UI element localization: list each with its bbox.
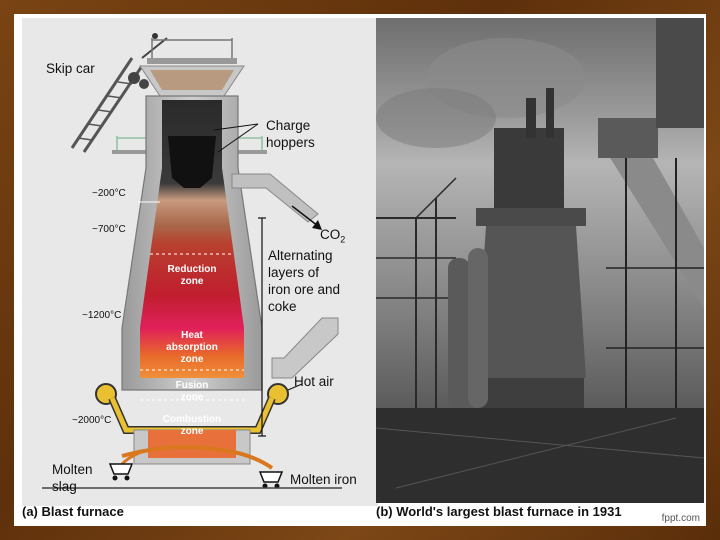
exhaust-pipe	[231, 173, 322, 230]
heat-zone-line3: zone	[180, 354, 204, 365]
blast-furnace-panel: Skip car Charge hoppers CO2 Alternating …	[22, 18, 378, 506]
molten-iron-label: Molten iron	[290, 472, 357, 487]
combustion-zone-line2: zone	[180, 426, 204, 437]
alternating-label-line4: coke	[268, 299, 297, 314]
temp-2000: ~2000°C	[72, 415, 112, 426]
furnace-interior	[140, 100, 244, 378]
alternating-label-line2: layers of	[268, 265, 320, 280]
slag-ladle-icon	[108, 463, 134, 481]
blast-furnace-photo	[376, 18, 704, 503]
reduction-zone-line1: Reduction	[167, 264, 217, 275]
temp-1200: ~1200°C	[82, 310, 122, 321]
co2-arrow-icon	[312, 220, 322, 230]
charge-hoppers-label-line2: hoppers	[266, 135, 315, 150]
alternating-label-line1: Alternating	[268, 248, 333, 263]
heat-zone-line2: absorption	[166, 342, 218, 353]
fusion-zone-line1: Fusion	[175, 380, 209, 391]
reduction-zone-label: Reduction zone	[154, 264, 230, 288]
fusion-zone-line2: zone	[180, 392, 204, 403]
fusion-zone-label: Fusion zone	[152, 380, 232, 404]
co2-label: CO2	[320, 226, 345, 249]
molten-slag-label-line1: Molten	[52, 462, 93, 477]
heat-absorption-zone-label: Heat absorption zone	[146, 330, 238, 366]
blast-furnace-diagram	[42, 33, 342, 489]
temp-700: ~700°C	[92, 224, 126, 235]
co2-subscript: 2	[340, 234, 346, 245]
charge-hoppers-label-line1: Charge	[266, 118, 311, 133]
reduction-zone-line2: zone	[180, 276, 204, 287]
slide: Skip car Charge hoppers CO2 Alternating …	[14, 14, 706, 526]
photo-illustration	[376, 18, 704, 503]
skip-car-label: Skip car	[46, 61, 95, 76]
caption-b: (b) World's largest blast furnace in 193…	[376, 504, 622, 519]
molten-slag-label-line2: slag	[52, 479, 77, 494]
footer-credit: fppt.com	[661, 513, 700, 524]
top-platform	[147, 58, 237, 64]
combustion-zone-line1: Combustion	[162, 414, 222, 425]
skip-car-incline	[70, 33, 168, 153]
combustion-zone-label: Combustion zone	[148, 414, 236, 438]
co2-text: CO	[320, 227, 341, 242]
temp-200: ~200°C	[92, 188, 126, 199]
skip-car-wheel-icon	[128, 72, 140, 84]
caption-a: (a) Blast furnace	[22, 504, 124, 519]
hot-air-label: Hot air	[294, 374, 334, 389]
heat-zone-line1: Heat	[181, 330, 203, 341]
iron-ladle-icon	[258, 471, 284, 489]
alternating-label-line3: iron ore and	[268, 282, 341, 297]
